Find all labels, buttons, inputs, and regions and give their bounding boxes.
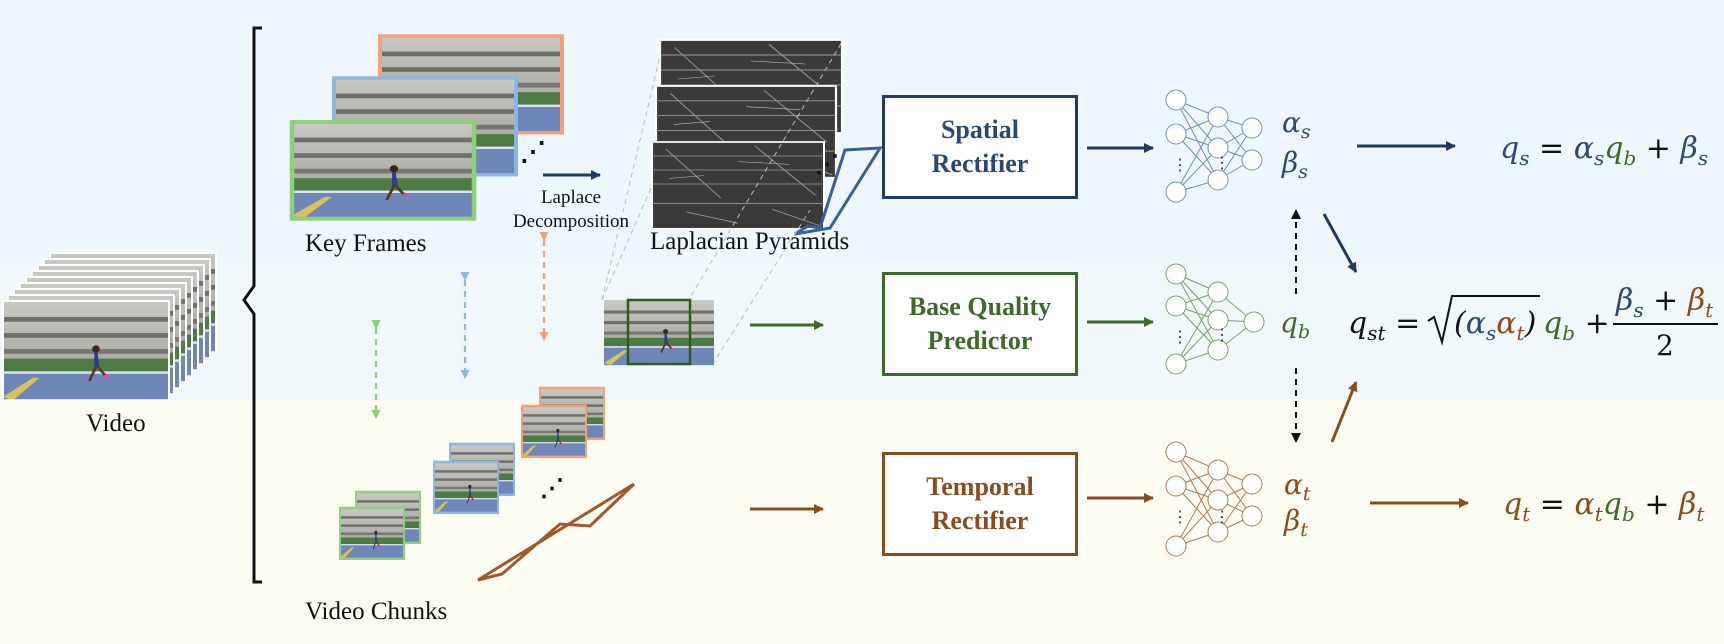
- svg-text:⋮: ⋮: [1172, 507, 1188, 526]
- svg-text:2: 2: [1656, 329, 1674, 362]
- video-chunks-label: Video Chunks: [305, 598, 448, 625]
- key-frames-stack: ⋰: [289, 34, 565, 221]
- laplace-decomposition-label: Laplace Decomposition: [500, 186, 642, 234]
- spatial-rectifier-line2: Rectifier: [931, 149, 1029, 178]
- base-band: [0, 262, 1724, 400]
- mlp-outputs: αs βs qb αt βt: [1280, 106, 1311, 541]
- mlp-ellipses: ⋮ ⋮ ⋮ ⋮ ⋮ ⋮: [1172, 153, 1230, 526]
- equation-qt: qt = αtqb + βt: [1503, 487, 1705, 526]
- temporal-rectifier-line1: Temporal: [926, 472, 1034, 501]
- key-frames-label: Key Frames: [305, 230, 427, 257]
- video-label: Video: [86, 410, 146, 437]
- svg-text:βs + βt: βs + βt: [1615, 283, 1714, 322]
- video-chunks-stack: ⋰: [339, 386, 636, 582]
- svg-text:⋮: ⋮: [1214, 507, 1230, 526]
- laplace-line2: Decomposition: [512, 211, 630, 232]
- base-mlp: [1165, 263, 1265, 375]
- beta-t-label: βt: [1283, 504, 1308, 541]
- equation-qs: qs = αsqb + βs: [1500, 131, 1708, 170]
- equation-qst: qst = (αsαt) qb + βs + βt 2: [1348, 283, 1718, 362]
- spatial-band: [0, 0, 1724, 262]
- qb-label: qb: [1280, 306, 1310, 343]
- svg-text:⋮: ⋮: [1172, 327, 1188, 346]
- video-stack: [1, 251, 218, 402]
- temporal-to-st-arrow: [1330, 381, 1358, 443]
- svg-text:⋮: ⋮: [1172, 155, 1188, 174]
- svg-text:⋮: ⋮: [1214, 153, 1230, 172]
- base-quality-line1: Base Quality: [908, 292, 1052, 321]
- spatial-rectifier-line1: Spatial: [940, 115, 1019, 144]
- svg-text:(αsαt): (αsαt): [1454, 306, 1536, 345]
- temporal-mlp: [1165, 441, 1263, 557]
- temporal-rectifier-line2: Rectifier: [931, 506, 1029, 535]
- svg-text:⋮: ⋮: [1214, 325, 1230, 344]
- laplace-line1: Laplace: [540, 187, 602, 208]
- chunks-feature-wedge: [477, 482, 636, 582]
- spatial-mlp: [1165, 89, 1263, 203]
- alpha-s-label: αs: [1282, 106, 1311, 143]
- temporal-band: [0, 400, 1724, 644]
- base-quality-line2: Predictor: [927, 326, 1033, 355]
- laplacian-pyramids-stack: ⋰: [601, 39, 883, 366]
- base-input-frame: [603, 298, 715, 366]
- beta-s-label: βs: [1281, 146, 1308, 183]
- alpha-t-label: αt: [1284, 468, 1311, 505]
- svg-text:qst =: qst =: [1348, 306, 1420, 345]
- chunks-ellipsis: ⋰: [540, 473, 564, 502]
- spatial-to-st-arrow: [1322, 213, 1358, 273]
- split-bracket: [242, 26, 262, 584]
- pyramids-ellipsis: ⋰: [815, 149, 839, 178]
- laplacian-pyramids-label: Laplacian Pyramids: [650, 228, 850, 255]
- key-frames-ellipsis: ⋰: [520, 137, 546, 167]
- svg-text:qb +: qb +: [1543, 306, 1610, 345]
